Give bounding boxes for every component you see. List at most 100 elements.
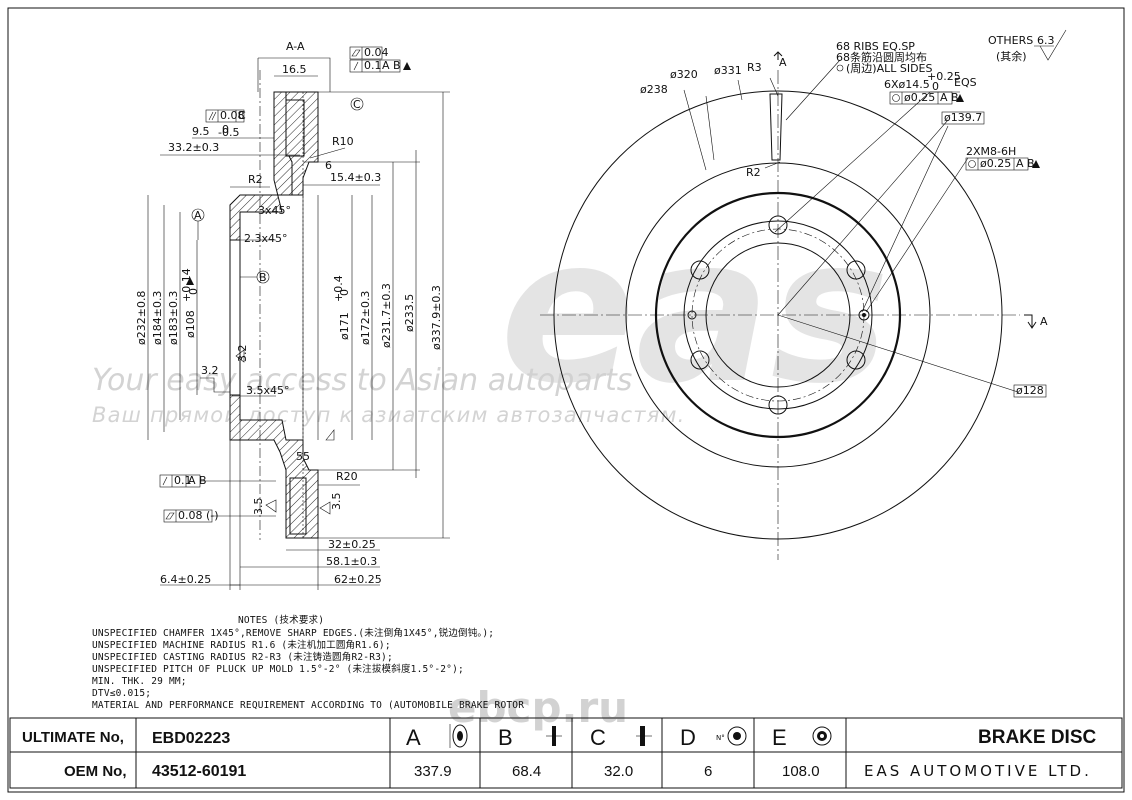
datum-b-label: B [259,271,267,284]
dim-phi-331: ø331 [714,64,742,77]
dim-phi-238: ø238 [640,83,668,96]
col-e-letter: E [772,725,787,750]
dim-9-5-tol-top: 0 [222,123,229,136]
watermark-line-ru: Ваш прямой доступ к азиатским автозапчас… [92,403,686,427]
dim-chamfer-3x45: 3x45° [258,204,291,217]
tol-frame-runout-top: 0.1 A B [349,59,411,73]
col-e-value: 108.0 [782,763,820,780]
col-b-value: 68.4 [512,763,541,780]
oem-value: 43512-60191 [152,763,246,780]
col-e: E 108.0 [772,725,832,780]
others-cn: (其余) [996,49,1027,63]
dim-6: 6 [325,159,332,172]
datum-c-label: C [353,98,361,111]
bolt-holes [690,215,866,415]
holes-tol-top: +0.25 [927,70,961,83]
dim-62: 62±0.25 [334,573,382,586]
tol-frame-flatness-top: 0.04 [349,46,389,60]
watermark-line-en: Your easy access to Asian autoparts [92,363,632,398]
dim-r2-front: R2 [746,166,761,179]
svg-text:ø128: ø128 [1016,384,1044,397]
dim-3-2-right: 3.2 [236,345,249,363]
tol-frame-flatness-bottom: 0.08 (-) [163,509,276,523]
svg-text:A B: A B [1016,157,1035,170]
dim-phi-108: ø108 [184,310,197,338]
note-line-4: UNSPECIFIED PITCH OF PLUCK UP MOLD 1.5°-… [92,663,464,675]
ultimate-label: ULTIMATE No, [22,729,124,746]
col-b: B 68.4 [498,725,562,780]
dim-phi-108-tol2: 0 [187,288,200,295]
svg-text:N°: N° [716,734,725,742]
svg-text:0.1: 0.1 [364,59,382,72]
section-label: A-A [286,40,305,53]
col-a-letter: A [406,725,421,750]
bore-icon [812,726,832,746]
col-c-value: 32.0 [604,763,633,780]
dim-r3: R3 [747,61,762,74]
company-name: EAS AUTOMOTIVE LTD. [864,762,1092,780]
dim-phi-232: ø232±0.8 [135,291,148,345]
vent-upper [285,99,305,157]
ribs-note-en: 68 RIBS EQ.SP [836,40,915,53]
part-title: BRAKE DISC [978,727,1097,748]
vent-lower [289,477,307,535]
section-view: A-A C A B 0.04 0.1 A B [135,40,450,590]
svg-text:A B: A B [188,474,207,487]
thread-position-frame: ø0.25 A B [965,157,1040,171]
dim-16-5: 16.5 [282,63,307,76]
dim-3-5-right: 3.5 [330,493,343,511]
dim-r10: R10 [332,135,354,148]
dim-33-2: 33.2±0.3 [168,141,219,154]
note-line-3: UNSPECIFIED CASTING RADIUS R2-R3 (未注铸造圆角… [92,651,393,663]
dim-55: 55 [296,450,310,463]
note-line-2: UNSPECIFIED MACHINE RADIUS R1.6 (未注机加工圆角… [92,639,391,651]
others-label: OTHERS [988,34,1033,47]
svg-text:ø139.7: ø139.7 [944,111,982,124]
tol-frame-runout-bottom: 0.1 A B [159,474,276,488]
holes-count-icon: N° [716,726,747,746]
col-c: C 32.0 [590,725,652,780]
dim-phi-184: ø184±0.3 [151,291,164,345]
rib-slot [769,93,783,161]
ultimate-value: EBD02223 [152,730,230,747]
holes-eqs: EQS [954,76,977,89]
notes-title: NOTES (技术要求) [238,614,324,626]
note-line-1: UNSPECIFIED CHAMFER 1X45°,REMOVE SHARP E… [92,627,494,639]
col-c-letter: C [590,725,606,750]
dim-phi-337-9: ø337.9±0.3 [430,285,443,350]
dim-r2: R2 [248,173,263,186]
section-mark-top: A [779,56,787,69]
dim-phi-233-5: ø233.5 [403,294,416,332]
col-a: A 337.9 [406,724,468,780]
dim-3-2-left: 3.2 [201,364,219,377]
dim-6-4: 6.4±0.25 [160,573,211,586]
dim-3-5-left: 3.5 [252,498,265,516]
dim-58-1: 58.1±0.3 [326,555,377,568]
ribs-note-sides: (周边)ALL SIDES [846,62,933,75]
thickness-icon [636,726,652,746]
front-view: ø320 ø331 R3 ø238 R2 68 RIBS EQ.SP 68条筋沿… [540,29,1067,560]
dim-phi-172: ø172±0.3 [359,291,372,345]
col-d-letter: D [680,725,696,750]
dim-phi-171: ø171 [338,312,351,340]
thread-callout: 2XM8-6H [966,145,1016,158]
svg-text:0.08 (-): 0.08 (-) [178,509,219,522]
svg-text:ø0.25: ø0.25 [980,157,1011,170]
title-block: ULTIMATE No, EBD02223 OEM No, 43512-6019… [9,717,1123,789]
dim-r20: R20 [336,470,358,483]
svg-text:C: C [238,109,246,122]
col-a-value: 337.9 [414,763,452,780]
col-b-letter: B [498,725,513,750]
pcd-139-7-box: ø139.7 [941,111,985,125]
thread-holes [687,309,870,321]
dim-chamfer-2-3x45: 2.3x45° [244,232,288,245]
watermark-site: ebcp.ru [448,683,628,732]
height-icon [546,726,562,746]
holes-tol-bottom: 0 [932,80,939,93]
dim-phi-231-7: ø231.7±0.3 [380,283,393,348]
ribs-note-cn: 68条筋沿圆周均布 [836,50,927,64]
datum-c-marker [350,97,364,111]
holes-callout: 6Xø14.5 [884,78,930,91]
watermark: eas Your easy access to Asian autoparts … [92,195,890,732]
